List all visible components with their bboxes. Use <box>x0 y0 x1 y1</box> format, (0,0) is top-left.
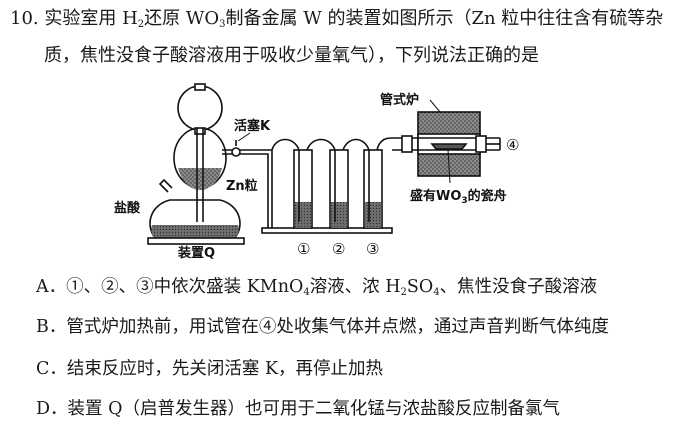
tube-end-4-label: ④ <box>506 136 519 154</box>
wash-bottles <box>261 137 393 234</box>
label-zn-granules: Zn粒 <box>226 178 258 194</box>
tube-furnace <box>392 99 501 184</box>
option-c: C．结束反应时，先关闭活塞 K，再停止加热 <box>36 359 384 379</box>
bottle-2-label: ② <box>332 240 345 258</box>
label-valve-k: 活塞K <box>234 118 271 134</box>
option-d: D．装置 Q（启普发生器）也可用于二氧化锰与浓盐酸反应制备氯气 <box>36 399 560 419</box>
option-a: A．①、②、③中依次盛装 KMnO4溶液、浓 H2SO4、焦性没食子酸溶液 <box>36 277 598 298</box>
bottle-1-label: ① <box>297 240 310 258</box>
bottle-3-label: ③ <box>366 240 379 258</box>
label-hydrochloric-acid: 盐酸 <box>114 200 141 216</box>
question-number: 10. <box>10 8 39 29</box>
question-line-2: 质，焦性没食子酸溶液用于吸收少量氧气），下列说法正确的是 <box>44 45 539 66</box>
label-boat: 盛有WO3的瓷舟 <box>410 188 507 206</box>
label-tube-furnace: 管式炉 <box>380 92 419 108</box>
option-b: B．管式炉加热前，用试管在④处收集气体并点燃，通过声音判断气体纯度 <box>36 317 609 337</box>
label-device-q: 装置Q <box>177 245 215 261</box>
question-line-1: 10. 实验室用 H2还原 WO3制备金属 W 的装置如图所示（Zn 粒中往往含… <box>10 8 664 30</box>
kipp-generator <box>147 83 252 245</box>
